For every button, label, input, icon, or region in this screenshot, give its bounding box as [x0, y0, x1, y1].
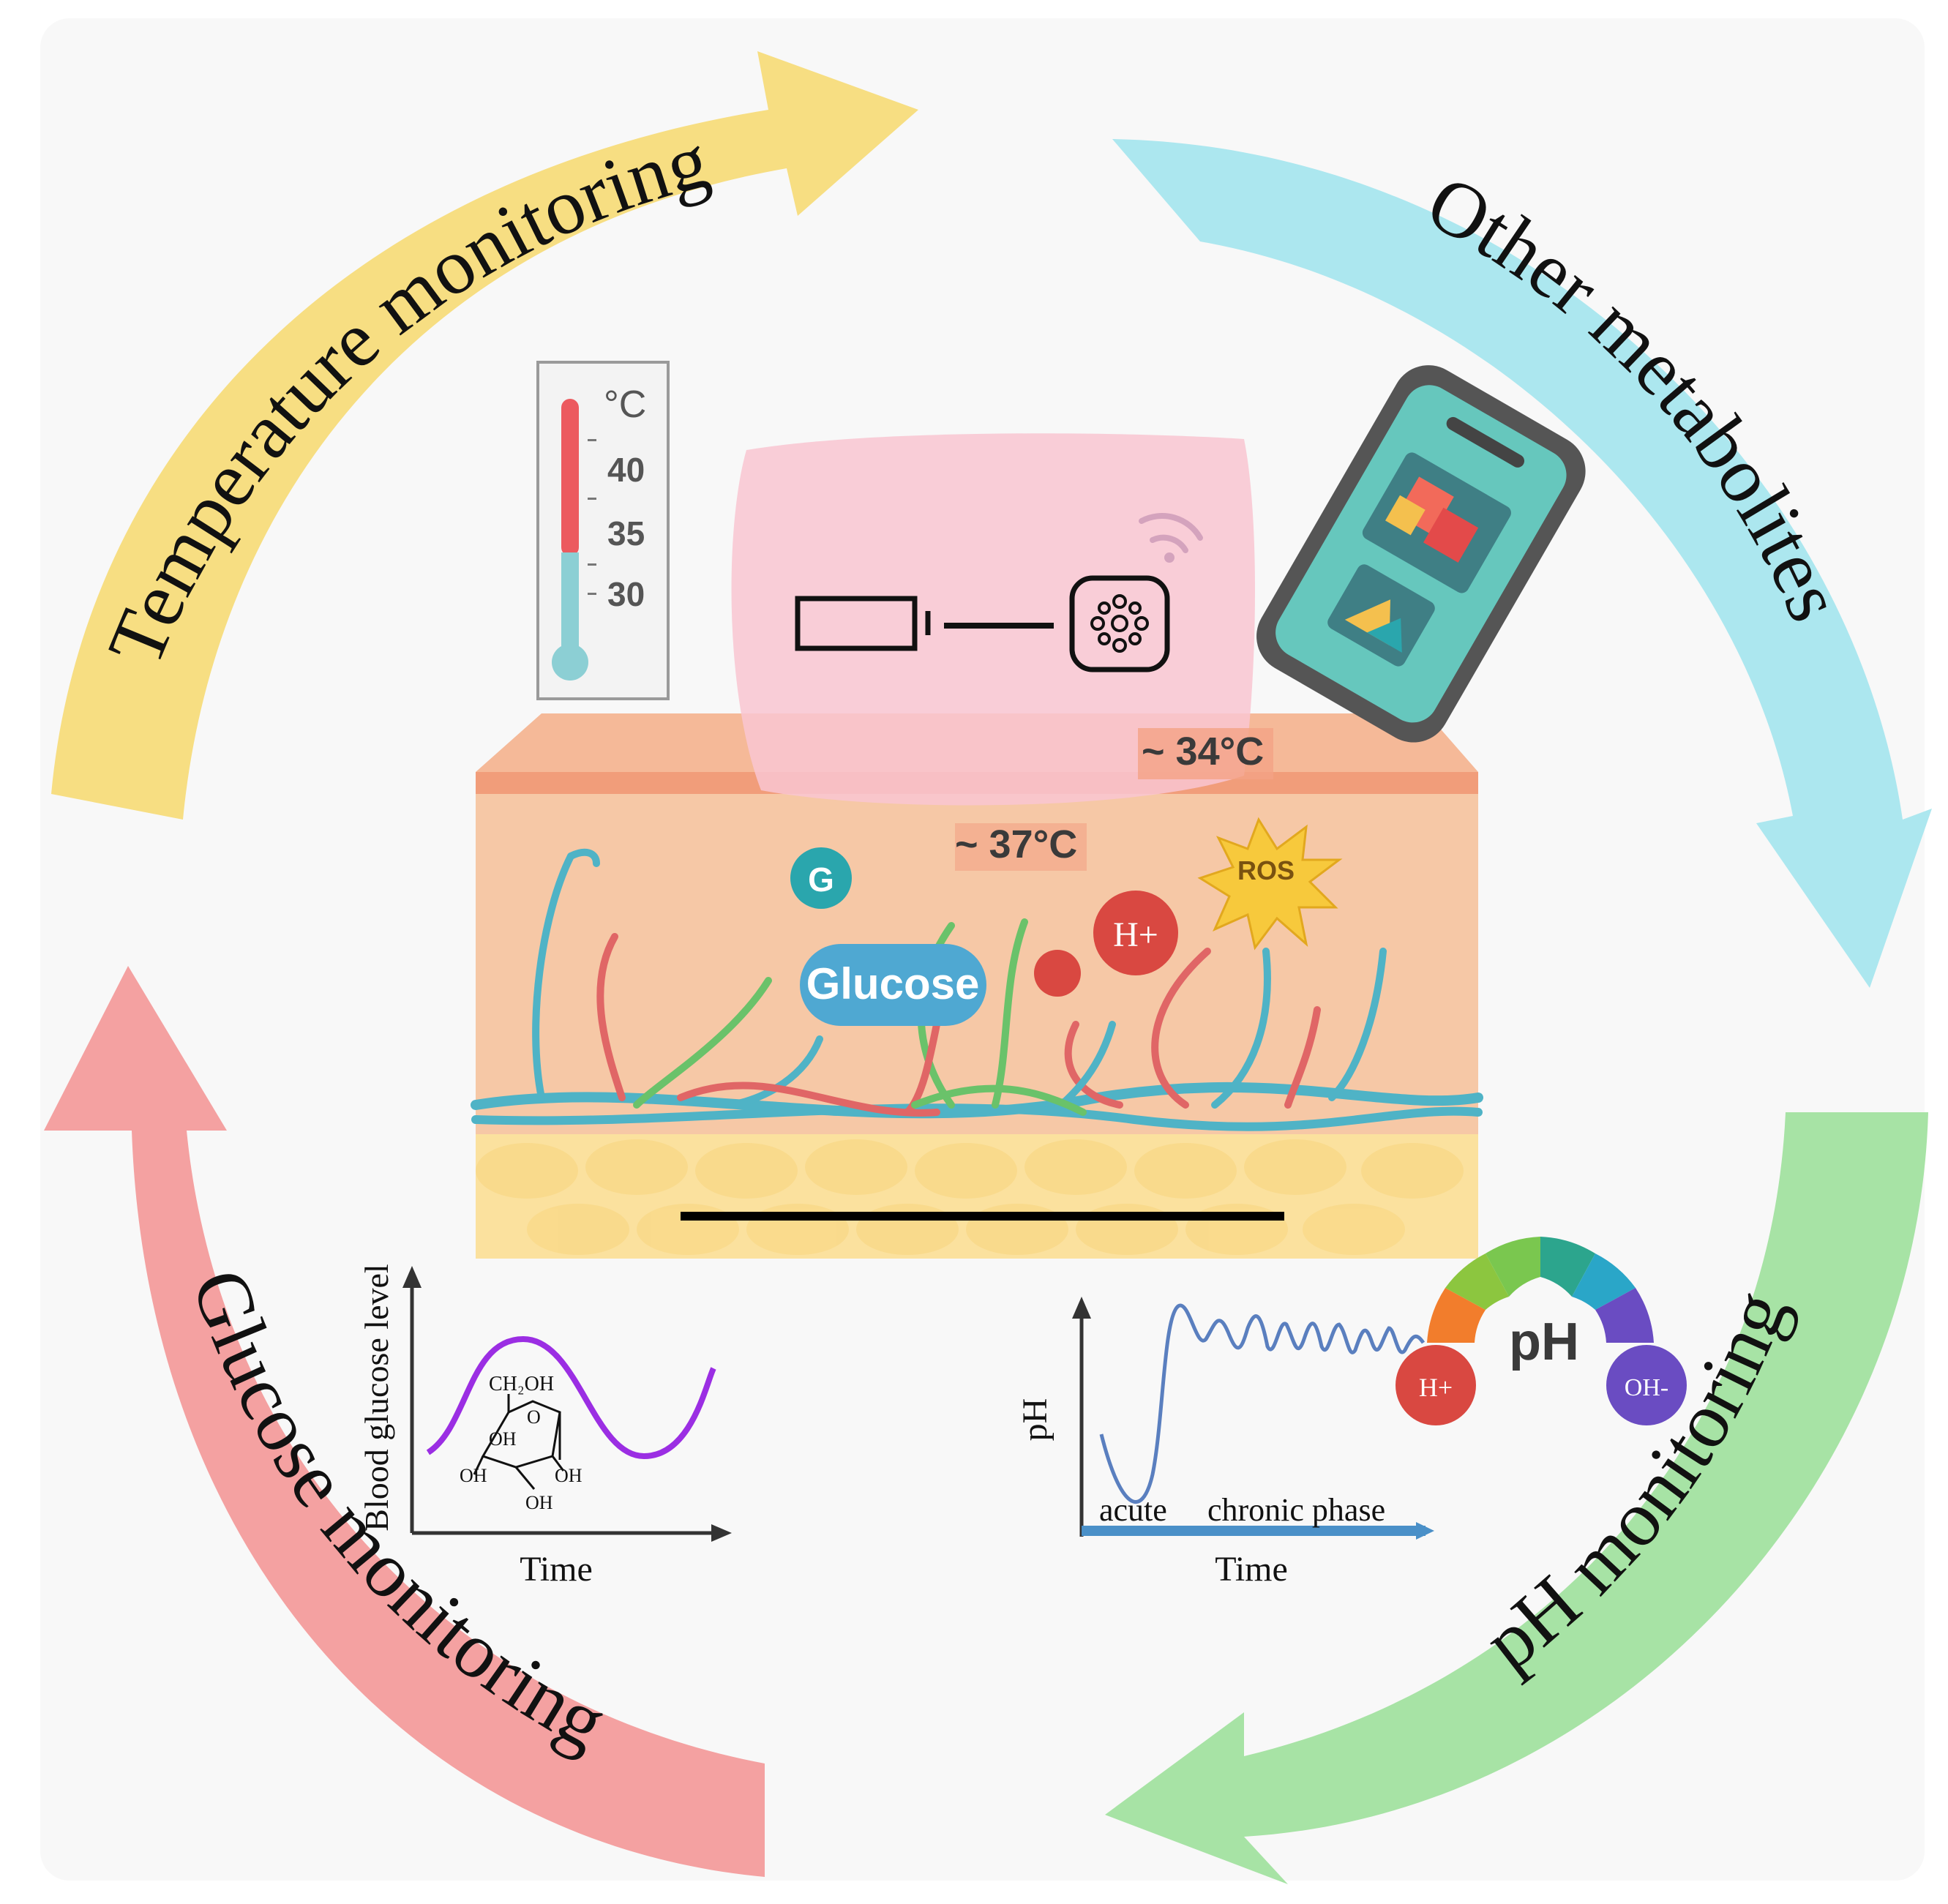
- thermometer-frame: [536, 361, 670, 700]
- thermometer-unit: °C: [604, 383, 646, 426]
- proton-label: H+: [1113, 915, 1158, 954]
- ph-color-scale: pH H+ OH-: [1396, 1237, 1687, 1425]
- wearable-patch: [731, 433, 1255, 806]
- glucose-arrow-shape: [44, 966, 765, 1877]
- surface-temperature-label: ~ 34°C: [1142, 730, 1264, 773]
- ph-curve: [1099, 1303, 1426, 1504]
- base-marker: [1606, 1345, 1687, 1425]
- thermometer-tick-40: 40: [607, 451, 645, 489]
- molecule-oh-right: OH: [555, 1465, 582, 1486]
- ph-arrow-shape: [1105, 1112, 1928, 1884]
- wifi-icon: [1139, 513, 1203, 563]
- small-proton-dot: [1034, 950, 1081, 997]
- thermometer-tick-30: 30: [607, 575, 645, 613]
- thermometer-tube-cool: [561, 552, 579, 651]
- ph-x-axis-bar: [1082, 1526, 1426, 1536]
- ph-x-label: Time: [1215, 1550, 1288, 1589]
- proton-marker: [1093, 891, 1178, 975]
- molecule-oh-top: OH: [489, 1428, 517, 1450]
- ph-y-label: pH: [1016, 1398, 1054, 1442]
- ph-phase-chronic: chronic phase: [1207, 1492, 1385, 1528]
- glucose-pill-label: Glucose: [806, 959, 980, 1008]
- ros-burst: [1197, 817, 1343, 951]
- metabolites-arrow-shape: [1112, 139, 1932, 988]
- molecule-oh-bottom: OH: [525, 1492, 553, 1513]
- battery-icon: [795, 596, 931, 651]
- glucose-y-label: Blood glucose level: [358, 1264, 395, 1531]
- smartphone: [1256, 365, 1586, 743]
- patch-body: [731, 433, 1255, 806]
- acid-label: H+: [1419, 1373, 1453, 1402]
- molecule-ring-oxygen: O: [527, 1406, 541, 1428]
- ph-phase-acute: acute: [1099, 1492, 1167, 1528]
- glucose-graph: Blood glucose level Time CH₂OH O OH OH O…: [358, 1264, 732, 1589]
- temperature-arrow-shape: [51, 51, 918, 820]
- acid-marker: [1396, 1345, 1476, 1425]
- glucose-molecule-marker: [790, 847, 852, 909]
- glucose-structure: [473, 1394, 565, 1490]
- ph-graph: pH Time acute chronic phase: [1016, 1297, 1434, 1589]
- glucose-marker-label: G: [808, 861, 834, 899]
- glucose-pill: [800, 944, 986, 1026]
- phone-speaker: [1446, 416, 1524, 468]
- molecule-ch2oh: CH₂OH: [489, 1373, 554, 1395]
- molecule-oh-left: OH: [460, 1465, 487, 1486]
- thermometer-bulb: [552, 644, 588, 681]
- ph-scale-title: pH: [1509, 1313, 1579, 1371]
- dermis-temperature-label: ~ 37°C: [955, 822, 1077, 866]
- thermometer: °C 40 35 30: [536, 361, 670, 700]
- vessels: [471, 848, 1483, 1131]
- base-label: OH-: [1625, 1374, 1668, 1401]
- glucose-x-label: Time: [520, 1550, 593, 1589]
- glucose-curve: [426, 1335, 716, 1460]
- sensor-chip-icon: [1069, 575, 1170, 672]
- thermometer-tube-hot: [561, 399, 579, 556]
- ros-label: ROS: [1237, 855, 1295, 885]
- thermometer-tick-35: 35: [607, 514, 645, 552]
